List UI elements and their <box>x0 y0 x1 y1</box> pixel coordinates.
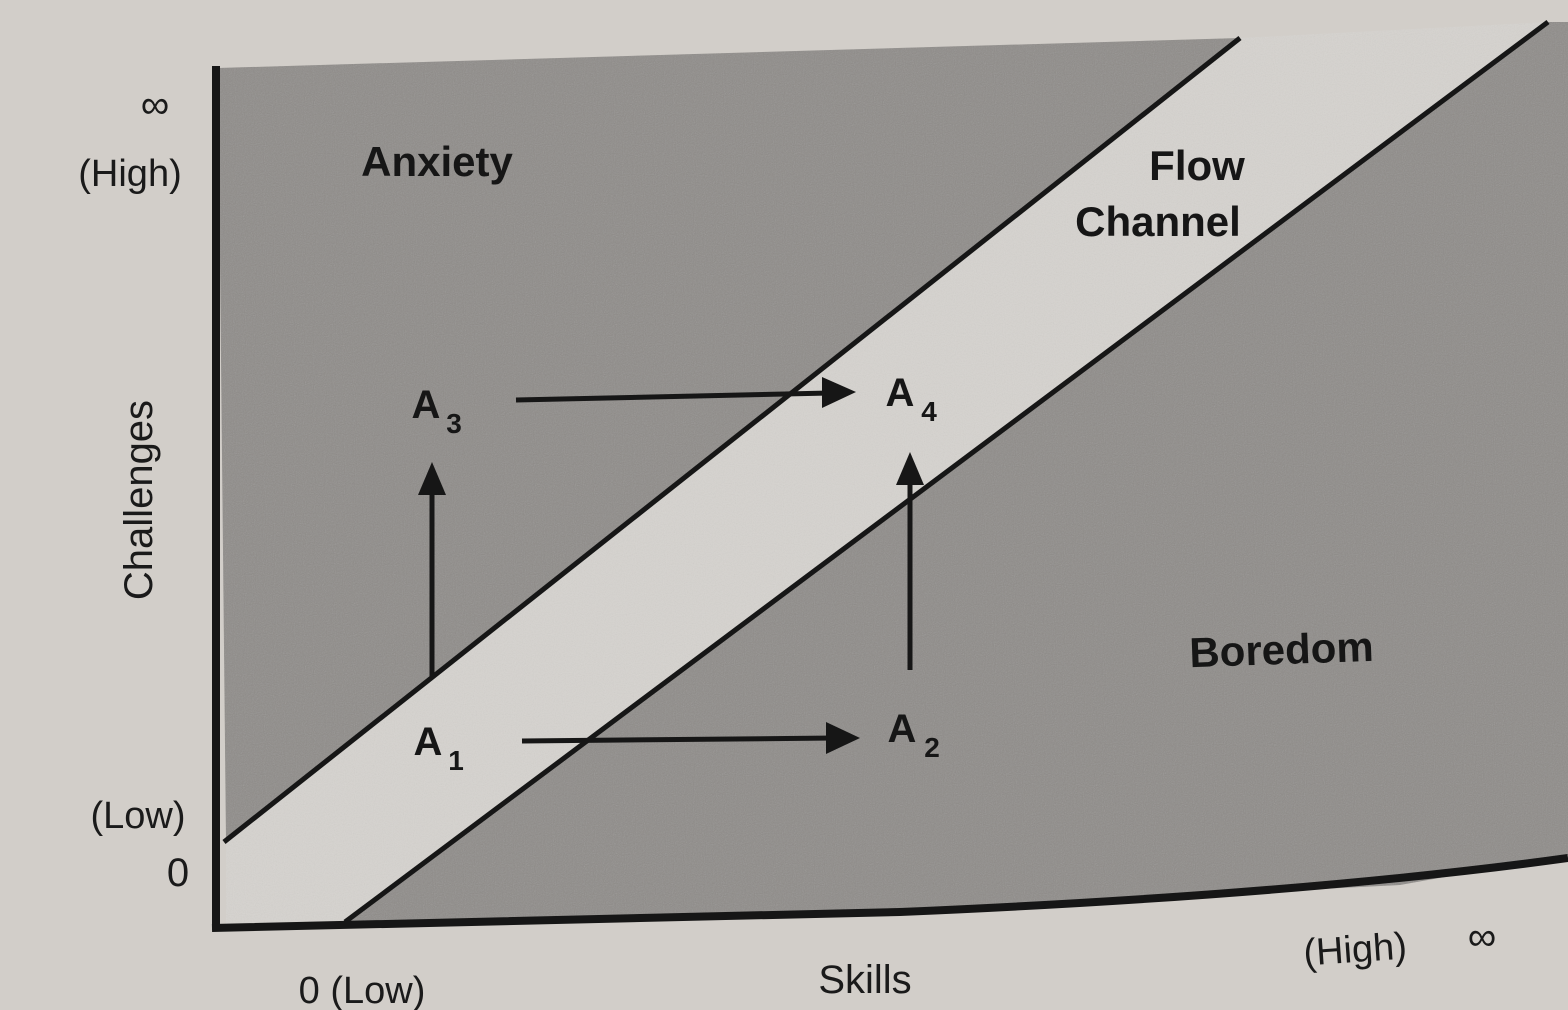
anxiety-boundary-line <box>222 36 1242 844</box>
point-a4: A 4 <box>886 371 938 427</box>
point-a2-subscript: 2 <box>924 732 940 763</box>
x-axis-high-label: (High) <box>1302 925 1408 974</box>
point-a4-subscript: 4 <box>921 396 937 427</box>
anxiety-label: Anxiety <box>361 138 513 185</box>
arrow-a3-to-a4 <box>515 390 831 403</box>
arrowhead-a3-to-a4 <box>822 377 856 408</box>
point-a1-letter: A <box>414 720 443 764</box>
y-axis-zero: 0 <box>167 851 189 895</box>
boredom-region <box>226 22 1568 925</box>
x-axis-title: Skills <box>818 958 911 1002</box>
boredom-boundary-line <box>343 19 1550 925</box>
arrow-a1-to-a2 <box>521 735 836 744</box>
point-a3: A 3 <box>412 383 462 439</box>
point-a3-letter: A <box>412 383 441 427</box>
flow-channel-label-line2: Channel <box>1075 198 1241 245</box>
y-axis-title: Challenges <box>117 400 161 600</box>
arrowhead-a1-to-a3 <box>418 462 446 495</box>
y-axis-low-label: (Low) <box>90 795 185 837</box>
point-a2: A 2 <box>888 707 940 763</box>
point-a3-subscript: 3 <box>446 408 462 439</box>
flow-channel-band <box>226 22 1548 925</box>
x-axis-end-symbol: ∞ <box>1468 915 1497 959</box>
point-a2-letter: A <box>888 707 917 751</box>
y-axis-high-label: (High) <box>78 153 181 195</box>
y-axis-top-symbol: ∞ <box>141 83 170 127</box>
arrowhead-a1-to-a2 <box>826 722 860 754</box>
point-a4-letter: A <box>886 371 915 415</box>
boredom-label: Boredom <box>1189 623 1375 676</box>
arrowhead-a2-to-a4 <box>896 452 924 485</box>
x-axis-line <box>211 854 1568 932</box>
point-a1-subscript: 1 <box>448 745 464 776</box>
x-axis-origin-label: 0 (Low) <box>299 970 426 1010</box>
flow-channel-label-line1: Flow <box>1149 142 1245 189</box>
point-a1: A 1 <box>414 720 464 776</box>
